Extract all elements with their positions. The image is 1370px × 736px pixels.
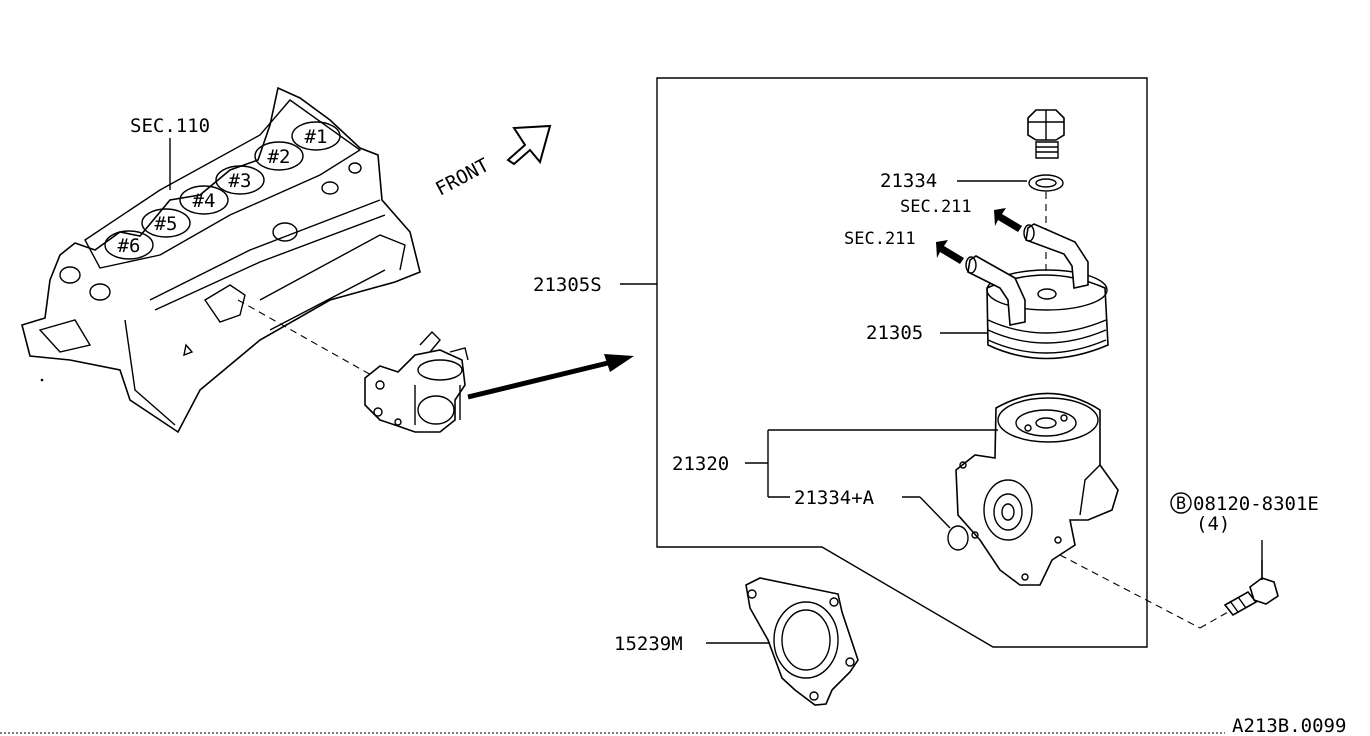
washer — [1028, 174, 1064, 192]
gasket — [745, 577, 859, 706]
cylinder-1-label: #1 — [305, 126, 328, 148]
sec211-upper-label: SEC.211 — [900, 197, 972, 217]
cylinder-6-label: #6 — [118, 235, 141, 257]
bolt-marker-circle — [1170, 492, 1192, 514]
part-21334a-label: 21334+A — [794, 487, 875, 509]
bolt-qty-label: (4) — [1196, 513, 1230, 535]
front-label: FRONT — [432, 154, 493, 200]
detail-frame — [656, 77, 1148, 648]
part-21320-label: 21320 — [672, 453, 729, 475]
cylinder-2-label: #2 — [268, 146, 291, 168]
cylinder-4-label: #4 — [193, 190, 216, 212]
oil-cooler-small-view — [364, 330, 469, 433]
cylinder-3-label: #3 — [229, 170, 252, 192]
sec211-upper-arrow — [994, 208, 1022, 232]
front-indicator: FRONT — [432, 124, 552, 200]
sec211-lower-label: SEC.211 — [844, 229, 916, 249]
bolt-part-label: 08120-8301E — [1193, 493, 1319, 515]
mounting-bolt — [1223, 560, 1279, 617]
part-15239m-label: 15239M — [614, 633, 683, 655]
o-ring — [947, 525, 969, 551]
cooler-bolt — [1027, 109, 1065, 159]
reference-code: A213B.0099 — [1232, 715, 1346, 736]
oil-housing — [955, 392, 1119, 586]
sec211-lower-arrow — [936, 240, 964, 264]
sec110-label: SEC.110 — [130, 115, 210, 137]
part-21305s-label: 21305S — [533, 274, 602, 296]
detail-arrow — [467, 354, 634, 400]
oil-cooler — [965, 223, 1109, 360]
part-21305-label: 21305 — [866, 322, 923, 344]
bolt-marker-label: B — [1176, 494, 1186, 514]
engine-block: #1 #2 #3 #4 #5 #6 SEC.110 — [21, 86, 421, 434]
cylinder-5-label: #5 — [155, 213, 178, 235]
part-21334-label: 21334 — [880, 170, 937, 192]
